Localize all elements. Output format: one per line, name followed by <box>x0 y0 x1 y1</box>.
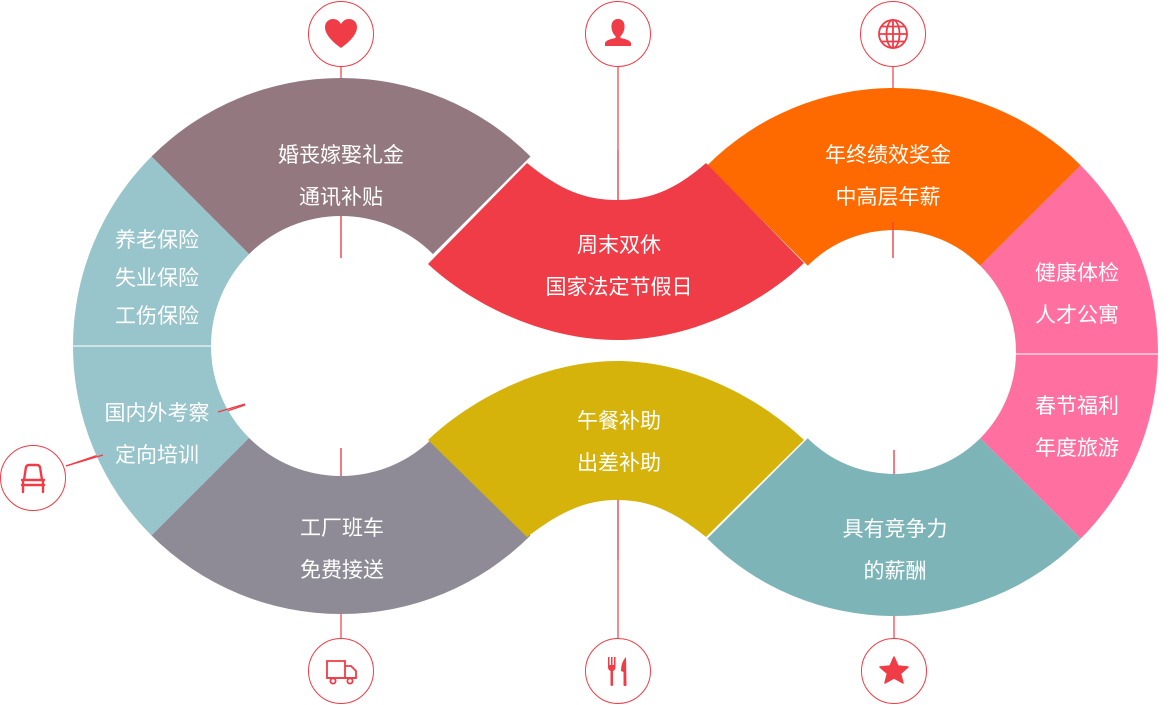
segment-line: 具有竞争力 <box>842 517 948 541</box>
segment-line: 春节福利 <box>1035 394 1119 418</box>
segment-salary-text: 具有竞争力 的薪酬 <box>843 508 948 592</box>
segment-shuttle <box>151 437 531 614</box>
globe-icon <box>860 1 926 67</box>
segment-line: 午餐补助 <box>577 409 661 433</box>
star-icon <box>861 638 927 704</box>
segment-bonus-text: 年终绩效奖金 中高层年薪 <box>825 134 951 218</box>
segment-meal-text: 午餐补助 出差补助 <box>577 400 661 484</box>
segment-line: 周末双休 <box>577 233 661 257</box>
user-icon <box>585 1 651 67</box>
segment-marriage-text: 婚丧嫁娶礼金 通讯补贴 <box>278 134 404 218</box>
segment-insurance-text: 养老保险 失业保险 工伤保险 <box>115 221 199 335</box>
segment-line: 通讯补贴 <box>299 185 383 209</box>
segment-festival <box>980 352 1158 539</box>
segment-line: 养老保险 <box>115 228 199 252</box>
segment-line: 的薪酬 <box>863 559 927 583</box>
segment-line: 工厂班车 <box>300 516 384 540</box>
segment-health <box>980 165 1158 352</box>
segment-insurance <box>73 156 250 346</box>
segment-line: 年度旅游 <box>1035 436 1119 460</box>
segment-training-text: 国内外考察 定向培训 <box>105 392 210 476</box>
segment-line: 免费接送 <box>300 558 384 582</box>
segment-festival-text: 春节福利 年度旅游 <box>1035 385 1119 469</box>
segment-health-text: 健康体检 人才公寓 <box>1035 252 1119 336</box>
segment-dividers <box>65 150 1160 560</box>
segment-line: 健康体检 <box>1035 261 1119 285</box>
segment-marriage <box>151 77 531 255</box>
segment-bonus <box>707 87 1081 266</box>
segment-line: 年终绩效奖金 <box>825 143 951 167</box>
segment-line: 中高层年薪 <box>835 185 941 209</box>
segment-shuttle-text: 工厂班车 免费接送 <box>300 507 384 591</box>
heart-icon <box>308 1 374 67</box>
truck-icon <box>308 638 374 704</box>
ring-segments <box>73 77 1158 617</box>
segment-weekend-text: 周末双休 国家法定节假日 <box>546 224 693 308</box>
connector-line <box>65 454 104 467</box>
segment-line: 失业保险 <box>115 266 199 290</box>
segment-training <box>73 346 250 536</box>
fork-knife-icon <box>585 638 651 704</box>
segment-meal <box>428 361 804 537</box>
segment-line: 人才公寓 <box>1035 303 1119 327</box>
segment-salary <box>707 438 1081 617</box>
connector-line <box>217 403 246 413</box>
segment-line: 婚丧嫁娶礼金 <box>278 143 404 167</box>
segment-line: 出差补助 <box>577 451 661 475</box>
segment-line: 国内外考察 <box>104 401 210 425</box>
segment-line: 定向培训 <box>115 443 199 467</box>
segment-weekend <box>428 163 804 340</box>
segment-line: 工伤保险 <box>115 304 199 328</box>
chair-icon <box>0 445 66 511</box>
segment-line: 国家法定节假日 <box>545 275 693 299</box>
